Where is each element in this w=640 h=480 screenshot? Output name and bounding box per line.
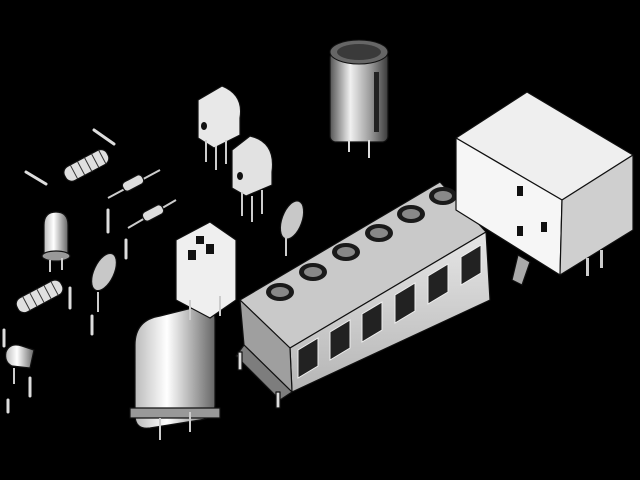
wire-slots	[297, 244, 482, 379]
crystal-oscillator	[129, 305, 221, 440]
led-2	[5, 344, 35, 384]
ceramic-capacitor-1	[279, 200, 305, 256]
wire-leads	[2, 128, 128, 414]
terminal-block	[235, 181, 491, 409]
resistor-2	[127, 199, 177, 229]
relay	[455, 91, 634, 286]
transistor-2	[231, 135, 274, 222]
ceramic-capacitor-2	[91, 252, 117, 312]
electrolytic-capacitor	[329, 39, 389, 158]
transistor-1	[197, 85, 242, 170]
screw-holes	[266, 187, 457, 301]
inductor-2	[15, 279, 64, 314]
resistor-1	[107, 169, 161, 199]
led-1	[41, 211, 71, 272]
connector-housing	[175, 221, 237, 320]
inductor-1	[63, 148, 110, 182]
